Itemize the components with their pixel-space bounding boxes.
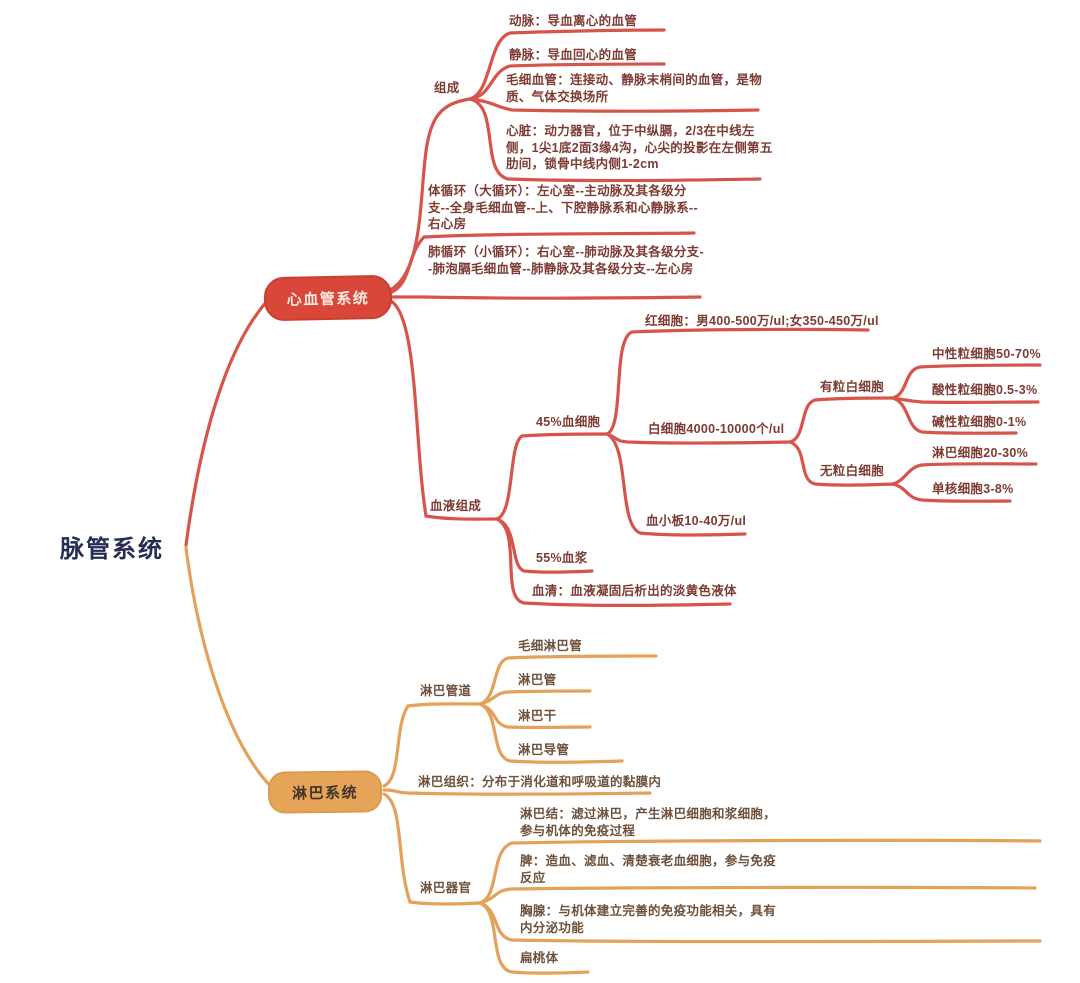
topic-lymphatic-system[interactable]: 淋巴系统	[267, 770, 383, 814]
node-eosinophil[interactable]: 酸性粒细胞0.5-3%	[932, 383, 1038, 397]
node-agranular-wbc[interactable]: 无粒白细胞	[820, 464, 885, 478]
node-thymus[interactable]: 胸腺：与机体建立完善的免疫功能相关，具有内分泌功能	[520, 904, 777, 935]
node-lymphocyte[interactable]: 淋巴细胞20-30%	[932, 446, 1029, 460]
node-artery[interactable]: 动脉：导血离心的血管	[509, 14, 638, 28]
node-lymph-organs[interactable]: 淋巴器官	[420, 881, 472, 895]
node-pulmonary-circulation[interactable]: 肺循环（小循环）：右心室--肺动脉及其各级分支--肺泡膈毛细血管--肺静脉及其各…	[428, 245, 704, 276]
node-lymph-capillary[interactable]: 毛细淋巴管	[518, 639, 583, 653]
node-basophil[interactable]: 碱性粒细胞0-1%	[932, 415, 1027, 429]
node-vein[interactable]: 静脉：导血回心的血管	[509, 48, 638, 62]
node-blood-cells-45[interactable]: 45%血细胞	[536, 415, 601, 429]
node-systemic-circulation[interactable]: 体循环（大循环）：左心室--主动脉及其各级分支--全身毛细血管--上、下腔静脉系…	[428, 184, 698, 231]
node-neutrophil[interactable]: 中性粒细胞50-70%	[932, 347, 1041, 361]
topic-cardiovascular-system[interactable]: 心血管系统	[263, 274, 393, 322]
node-serum[interactable]: 血清：血液凝固后析出的淡黄色液体	[532, 584, 737, 598]
node-lymph-duct[interactable]: 淋巴导管	[518, 743, 570, 757]
node-blood-composition[interactable]: 血液组成	[430, 499, 482, 513]
lymphatic-branch-lines	[184, 546, 1042, 975]
node-spleen[interactable]: 脾：造血、滤血、清楚衰老血细胞，参与免疫反应	[520, 854, 777, 885]
node-lymph-vessels[interactable]: 淋巴管道	[420, 684, 472, 698]
node-red-blood-cells[interactable]: 红细胞：男400-500万/ul;女350-450万/ul	[645, 314, 879, 328]
node-composition[interactable]: 组成	[434, 81, 460, 95]
node-monocyte[interactable]: 单核细胞3-8%	[932, 482, 1014, 496]
node-white-blood-cells[interactable]: 白细胞4000-10000个/ul	[648, 422, 785, 436]
node-tonsil[interactable]: 扁桃体	[520, 951, 559, 965]
node-platelet[interactable]: 血小板10-40万/ul	[646, 514, 747, 528]
root-topic[interactable]: 脉管系统	[60, 536, 164, 563]
node-capillary[interactable]: 毛细血管：连接动、静脉末梢间的血管，是物质、气体交换场所	[506, 73, 763, 104]
node-lymph-trunk[interactable]: 淋巴干	[518, 709, 557, 723]
node-lymph-tissue[interactable]: 淋巴组织：分布于消化道和呼吸道的黏膜内	[418, 775, 662, 789]
node-heart[interactable]: 心脏：动力器官，位于中纵膈，2/3在中线左侧，1尖1底2面3缘4沟，心尖的投影在…	[506, 124, 773, 171]
node-plasma-55[interactable]: 55%血浆	[536, 551, 588, 565]
node-granular-wbc[interactable]: 有粒白细胞	[820, 380, 885, 394]
node-lymph-node[interactable]: 淋巴结：滤过淋巴，产生淋巴细胞和浆细胞，参与机体的免疫过程	[520, 807, 777, 838]
cardiovascular-branch-lines	[184, 28, 1042, 607]
node-lymph-vessel[interactable]: 淋巴管	[518, 673, 557, 687]
